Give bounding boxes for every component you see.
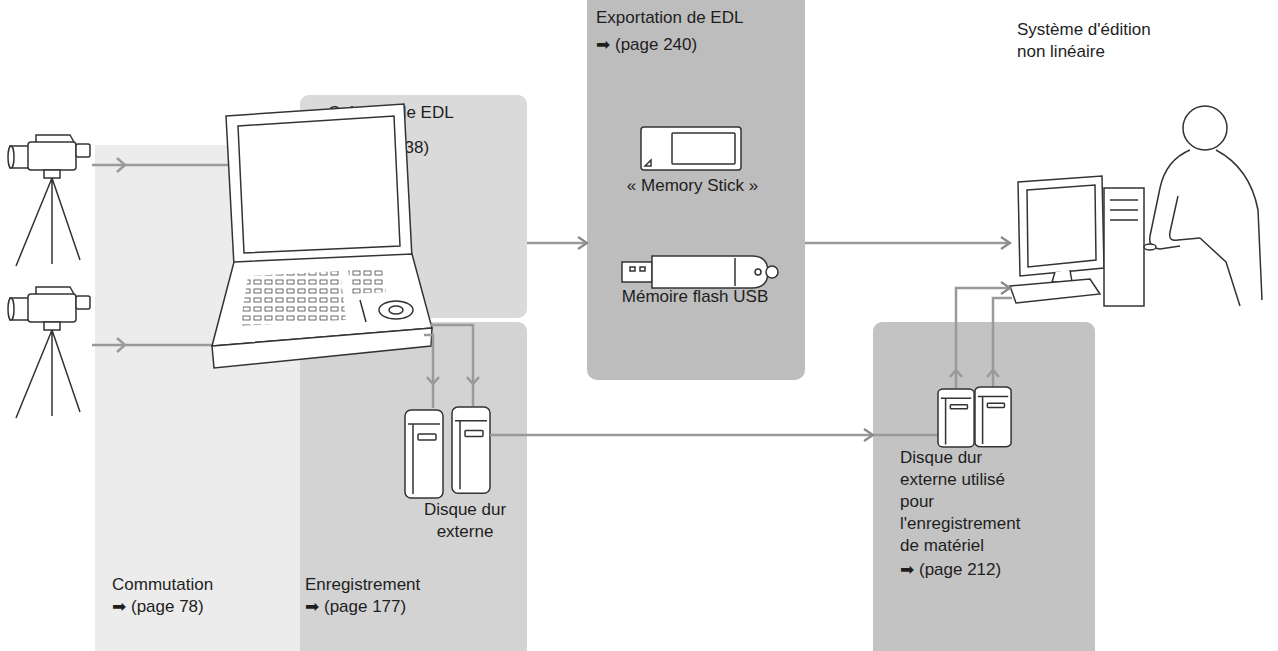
- stage-band: Commutation➡ (page 78): [95, 145, 300, 651]
- memory-stick-label: [672, 133, 735, 164]
- drive-wire: [873, 434, 938, 437]
- device-group: « Memory Stick »: [605, 118, 780, 200]
- monitor: [1018, 176, 1104, 276]
- computer-tower: [1104, 188, 1144, 306]
- flow-chevron: [987, 370, 999, 377]
- memory-stick-body: [641, 127, 741, 170]
- node-label: Disque dur externe utilisé pour l'enregi…: [900, 447, 1038, 557]
- camera-wire: [92, 165, 240, 272]
- stage-band: Exportation de EDL ➡ (page 240) « Memory S…: [587, 0, 805, 380]
- usb-plug: [622, 262, 652, 282]
- console-deck: [212, 254, 432, 346]
- record-wires: [424, 325, 479, 408]
- device-group: Mémoire flash USB: [598, 240, 792, 310]
- stage-band: Création de EDL ➡ (page 238): [300, 95, 527, 318]
- record-wire: [424, 335, 433, 408]
- usb-body: [652, 256, 768, 288]
- person-back: [1216, 150, 1262, 300]
- flow-chevron: [117, 338, 125, 352]
- jog-dial: [389, 306, 403, 314]
- record-wire: [430, 325, 473, 406]
- console-buttons: [240, 271, 346, 326]
- node-label: Mémoire flash USB: [598, 286, 792, 308]
- person-head: [1183, 106, 1227, 150]
- drive-wires: [490, 298, 1012, 435]
- text-block: Enregistrement➡ (page 177): [305, 574, 505, 618]
- stage-band: Disque dur externe utilisé pour l'enregi…: [873, 322, 1095, 651]
- camera-icon: [8, 287, 90, 418]
- console-lid: [226, 104, 412, 266]
- text-block: Mémoire flash USB: [598, 286, 792, 308]
- console-buttons: [348, 268, 386, 294]
- drive-wire: [993, 298, 1012, 388]
- signal-wires: [92, 158, 240, 352]
- flow-connector: [525, 434, 873, 437]
- memory-stick-icon: [641, 127, 741, 170]
- page-reference: ➡ (page 212): [900, 559, 1038, 581]
- node-label: Système d'édition non linéaire: [1017, 19, 1177, 63]
- hard-drive-icon: [452, 407, 490, 493]
- mouse: [1144, 244, 1156, 250]
- text-block: « Memory Stick »: [605, 175, 780, 197]
- usb-flash-icon: [622, 256, 778, 288]
- node-label: « Memory Stick »: [605, 175, 780, 197]
- usb-hole: [755, 269, 761, 275]
- node-label: Enregistrement: [305, 574, 505, 596]
- text-block: Exportation de EDL ➡ (page 240): [596, 7, 796, 56]
- flow-connector: [527, 242, 587, 245]
- flow-chevron: [467, 377, 479, 384]
- camera-wire: [92, 344, 214, 347]
- monitor-screen: [1027, 185, 1096, 267]
- flow-chevron: [950, 370, 962, 377]
- text-block: Disque dur externe utilisé pour l'enregi…: [900, 447, 1038, 581]
- editing-workstation: [1010, 106, 1262, 306]
- page-reference: ➡ (page 238): [328, 137, 518, 159]
- usb-ring: [766, 266, 778, 278]
- text-block: Commutation➡ (page 78): [112, 574, 292, 618]
- tower-bays: [1110, 200, 1138, 220]
- hard-drive-icon: [938, 389, 974, 447]
- monitor-stand: [1052, 270, 1072, 282]
- text-block: Disque dur externe: [415, 499, 515, 543]
- usb-plug-hole: [640, 267, 645, 271]
- hard-drive-icon: [975, 387, 1011, 447]
- jog-dial: [379, 301, 413, 319]
- console-front: [212, 328, 432, 368]
- person-arm: [1170, 196, 1200, 240]
- memory-stick-notch: [645, 160, 651, 166]
- flow-chevron: [427, 377, 439, 384]
- stage-band: Enregistrement➡ (page 177) Disque dur ext…: [300, 322, 527, 651]
- person-leg: [1200, 238, 1240, 306]
- node-label: Disque dur externe: [415, 499, 515, 543]
- text-block: Système d'édition non linéaire: [1017, 19, 1177, 63]
- hard-drive-icon: [405, 410, 443, 498]
- keyboard: [1010, 279, 1100, 303]
- node-label: Exportation de EDL: [596, 7, 796, 29]
- node-label: Création de EDL: [328, 102, 518, 124]
- text-block: Création de EDL ➡ (page 238): [328, 102, 518, 159]
- usb-plug-hole: [630, 267, 635, 271]
- fader-lever: [360, 300, 366, 322]
- page-reference: ➡ (page 177): [305, 596, 505, 618]
- page-reference: ➡ (page 240): [596, 34, 796, 56]
- flow-chevron: [117, 158, 125, 172]
- person-torso: [1150, 150, 1190, 249]
- flow-connector: [805, 242, 1010, 245]
- device-group: Disque dur externe: [400, 405, 525, 545]
- drive-wire: [490, 434, 525, 437]
- switcher-console: [212, 104, 432, 368]
- flow-connector: [956, 288, 1010, 322]
- device-group: Système d'édition non linéaire: [1010, 15, 1265, 315]
- usb-body-seam: [734, 258, 736, 286]
- page-reference: ➡ (page 78): [112, 596, 292, 618]
- camera-icon: [8, 135, 90, 266]
- drive-wire: [955, 322, 958, 388]
- node-label: Commutation: [112, 574, 292, 596]
- console-screen: [238, 116, 400, 253]
